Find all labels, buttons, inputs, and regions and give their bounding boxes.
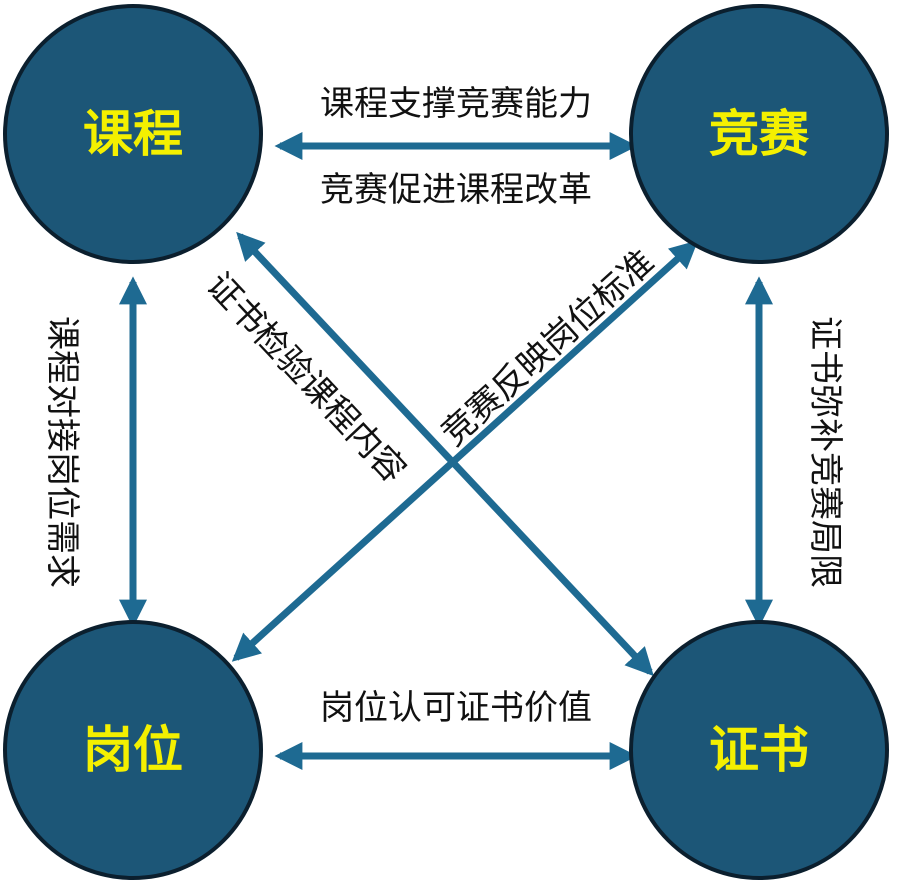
node-competition-circle xyxy=(629,4,889,264)
label-top-lower: 竞赛促进课程改革 xyxy=(320,170,592,210)
node-certificate: 证书 xyxy=(629,620,889,880)
label-bottom: 岗位认可证书价值 xyxy=(320,688,592,728)
arrow-competition-position xyxy=(231,240,699,662)
arrows xyxy=(119,132,773,770)
node-certificate-label: 证书 xyxy=(709,721,809,779)
node-competition: 竞赛 xyxy=(629,4,889,264)
label-diag-cert-course: 证书检验课程内容 xyxy=(198,265,413,491)
label-top-upper: 课程支撑竞赛能力 xyxy=(320,84,592,124)
label-right: 证书弥补竞赛局限 xyxy=(805,316,845,588)
node-position-circle xyxy=(3,620,263,880)
node-competition-label: 竞赛 xyxy=(709,105,810,163)
node-certificate-circle xyxy=(629,620,889,880)
node-position-label: 岗位 xyxy=(83,721,183,779)
label-left: 课程对接岗位需求 xyxy=(42,316,82,588)
node-course-label: 课程 xyxy=(83,105,183,163)
label-diag-comp-position: 竞赛反映岗位标准 xyxy=(434,242,663,454)
node-position: 岗位 xyxy=(3,620,263,880)
node-course-circle xyxy=(3,4,263,264)
node-course: 课程 xyxy=(3,4,263,264)
